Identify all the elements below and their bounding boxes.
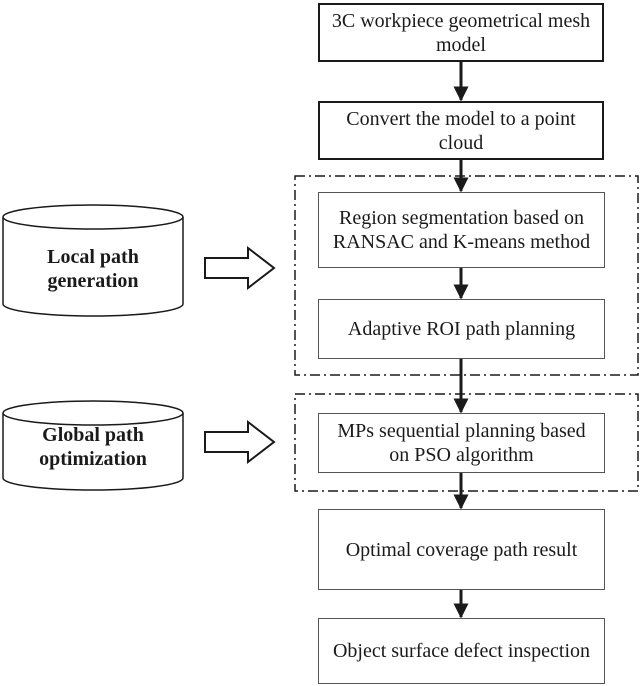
step-optimal-path-label: Optimal coverage path result [345, 538, 578, 561]
step-region-segmentation-box: Region segmentation based on RANSAC and … [318, 192, 605, 268]
local-stage-frame [294, 175, 639, 376]
step-defect-inspection-box: Object surface defect inspection [318, 618, 605, 684]
local-stage-cylinder [2, 204, 184, 317]
local-stage-block-arrow [204, 245, 276, 291]
step-optimal-path-box: Optimal coverage path result [318, 509, 605, 590]
global-stage-cylinder [2, 400, 184, 491]
global-stage-block-arrow [204, 419, 276, 465]
step-region-segmentation-label: Region segmentation based on RANSAC and … [332, 207, 591, 253]
step-point-cloud-label: Convert the model to a point cloud [346, 107, 576, 154]
step-point-cloud-box: Convert the model to a point cloud [318, 101, 604, 160]
step-mesh-model-box: 3C workpiece geometrical mesh model [318, 3, 604, 62]
step-defect-inspection-label: Object surface defect inspection [332, 640, 591, 662]
step-roi-path-planning-label: Adaptive ROI path planning [347, 318, 576, 340]
local-stage-label: Local path generation [47, 246, 139, 292]
step-mps-sequential-box: MPs sequential planning based on PSO alg… [318, 413, 605, 473]
global-stage-label: Global path optimization [39, 424, 147, 470]
step-mps-sequential-label: MPs sequential planning based on PSO alg… [337, 420, 586, 466]
step-roi-path-planning-box: Adaptive ROI path planning [318, 299, 605, 359]
step-mesh-model-label: 3C workpiece geometrical mesh model [331, 9, 591, 56]
